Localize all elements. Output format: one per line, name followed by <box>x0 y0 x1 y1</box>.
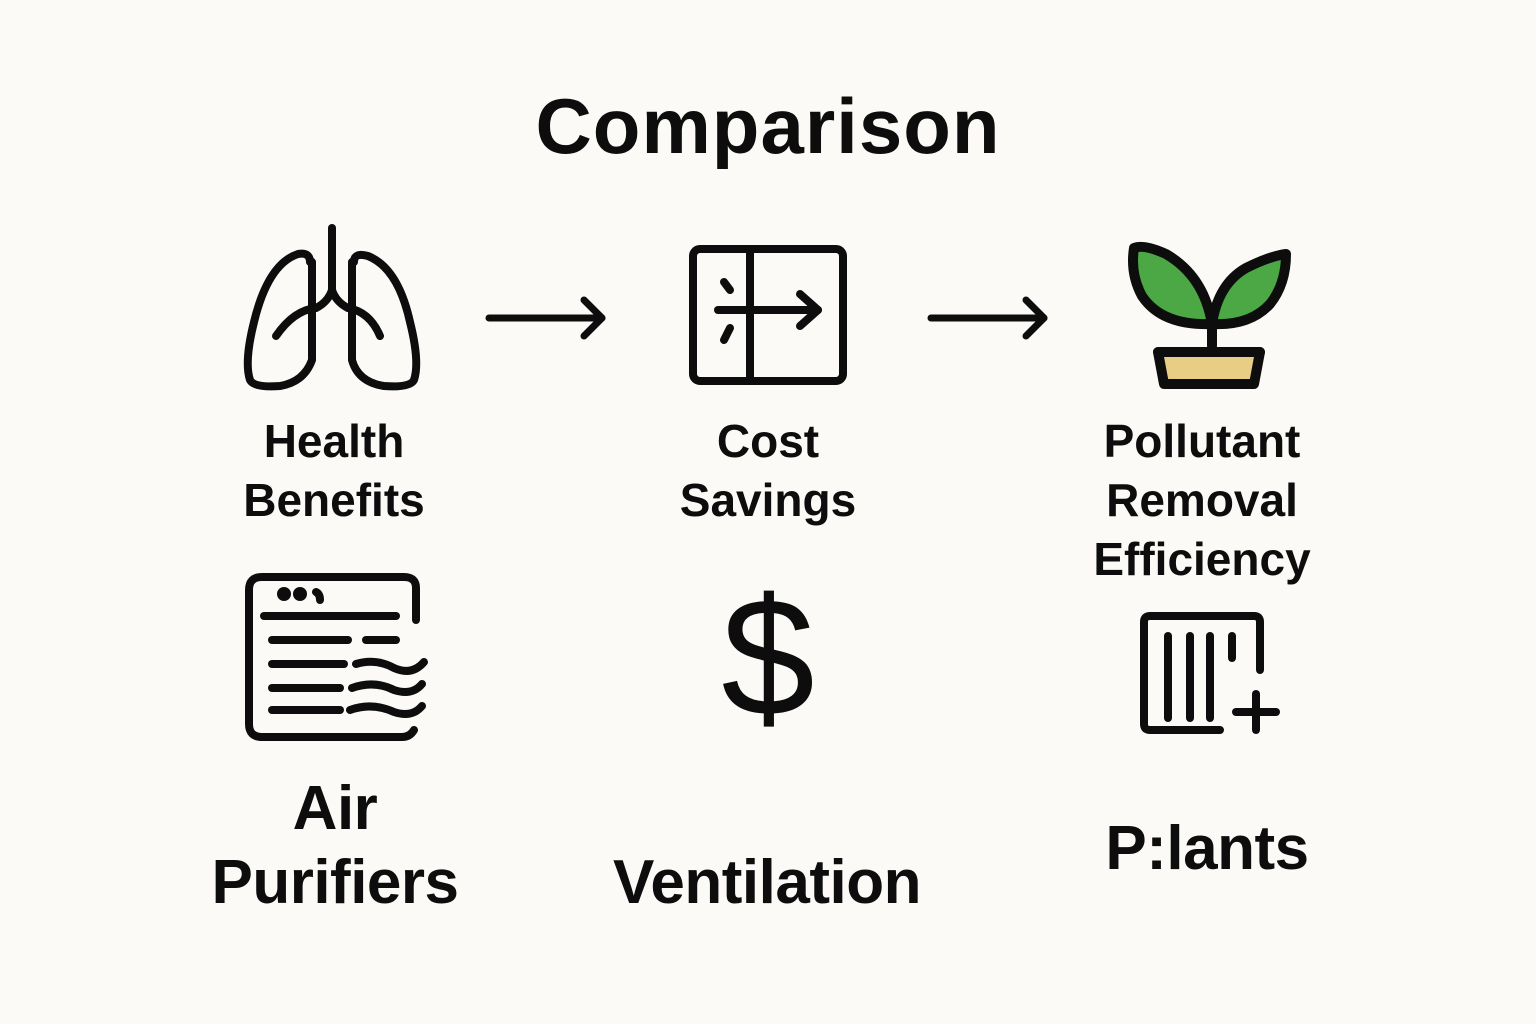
arrow-right-icon <box>927 296 1050 340</box>
label-air-purifiers: Air Purifiers <box>211 774 459 917</box>
air-purifier-filter-icon <box>244 572 434 742</box>
arrow-right-icon <box>485 296 608 340</box>
lungs-icon <box>240 222 425 392</box>
label-health-benefits: Health Benefits <box>243 415 425 526</box>
label-pollutant-removal-efficiency: Pollutant Removal Efficiency <box>1093 415 1311 585</box>
potted-plant-icon <box>1126 234 1292 390</box>
label-cost-savings: Cost Savings <box>679 415 857 526</box>
window-arrow-icon <box>688 244 848 385</box>
diagram-title: Comparison <box>535 82 1001 170</box>
label-ventilation: P:lants <box>1105 814 1309 883</box>
vent-grille-plus-icon <box>1140 612 1282 736</box>
dollar-sign-icon: $ <box>721 563 815 751</box>
label-ventilation-text: Ventilation <box>613 848 921 917</box>
